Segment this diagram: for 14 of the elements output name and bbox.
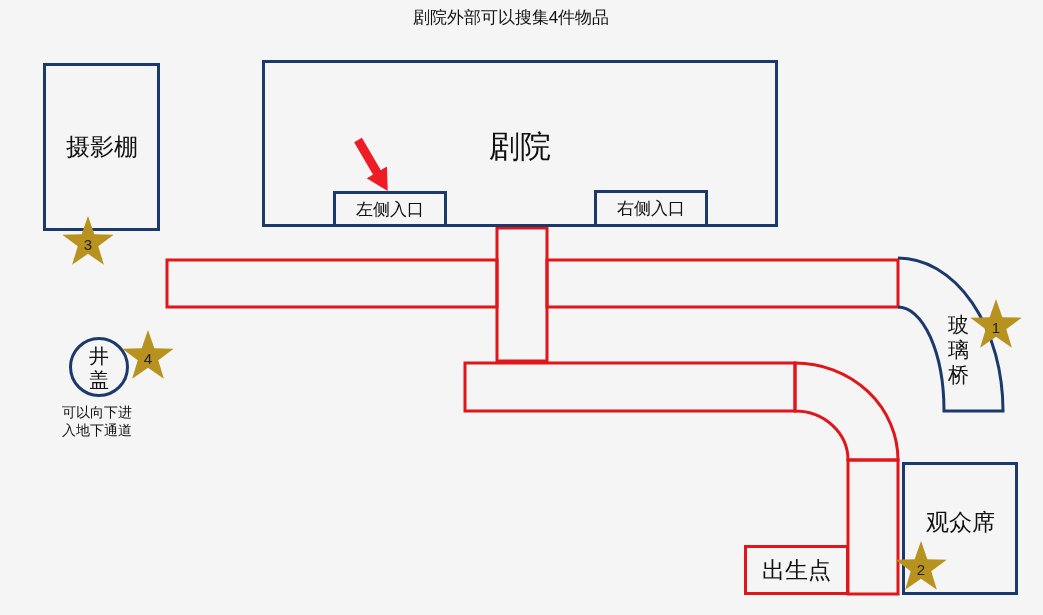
diagram-title: 剧院外部可以搜集4件物品 bbox=[412, 7, 610, 29]
entrance-box: 右侧入口 bbox=[594, 190, 708, 227]
entrance-box: 左侧入口 bbox=[333, 191, 447, 227]
star-marker: 2 bbox=[894, 539, 948, 593]
arrow bbox=[354, 137, 388, 191]
star-marker: 3 bbox=[61, 214, 115, 268]
star-marker: 1 bbox=[969, 297, 1023, 351]
building-box: 摄影棚 bbox=[43, 63, 160, 231]
note-text: 可以向下进入地下通道 bbox=[61, 403, 133, 439]
start-box: 出生点 bbox=[744, 545, 849, 595]
star-marker: 4 bbox=[121, 328, 175, 382]
building-label: 剧院 bbox=[489, 128, 551, 166]
building-box bbox=[262, 60, 778, 227]
manhole-circle: 井盖 bbox=[69, 337, 129, 397]
